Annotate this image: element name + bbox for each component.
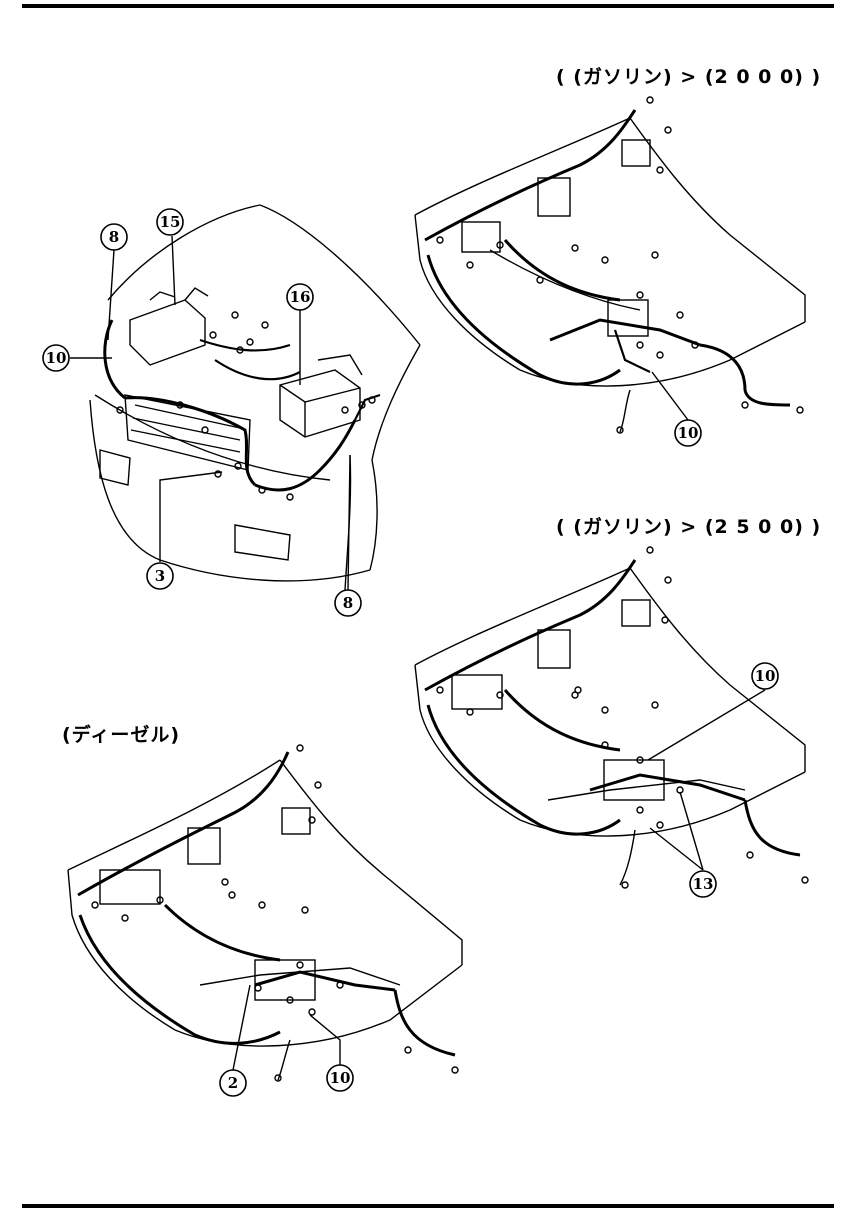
caption-diesel: (ディーゼル)	[62, 724, 181, 746]
svg-text:13: 13	[693, 875, 714, 893]
callout-diesel-10: 10	[326, 1064, 354, 1092]
svg-text:16: 16	[290, 288, 311, 306]
caption-gasoline-2000: ( (ガソリン) > (2 0 0 0) )	[556, 66, 822, 88]
top-border-rule	[22, 4, 834, 8]
leader-front-8-bottom	[347, 454, 351, 591]
callout-front-3: 3	[146, 562, 174, 590]
leader-front-3	[159, 471, 223, 562]
callout-gasoline-2500-10: 10	[751, 662, 779, 690]
callout-front-8-bottom: 8	[334, 589, 362, 617]
bottom-border-rule	[22, 1204, 834, 1208]
callout-front-10: 10	[42, 344, 70, 372]
interior-harness-gasoline-2000-illustration	[414, 96, 806, 434]
leader-g2500-10	[647, 689, 766, 761]
callout-front-16: 16	[286, 283, 314, 311]
callout-diesel-2: 2	[219, 1069, 247, 1097]
svg-text:10: 10	[330, 1069, 351, 1087]
svg-text:2: 2	[228, 1074, 238, 1092]
svg-text:3: 3	[155, 567, 165, 585]
svg-text:8: 8	[109, 228, 119, 246]
callout-front-8-top: 8	[100, 223, 128, 251]
leader-diesel-10	[309, 1014, 341, 1066]
leader-g2000-10	[651, 371, 689, 421]
callout-front-15: 15	[156, 208, 184, 236]
leader-g2500-13a	[679, 791, 704, 871]
interior-harness-gasoline-2500-illustration	[414, 546, 809, 889]
leader-diesel-2	[232, 984, 251, 1071]
svg-text:10: 10	[678, 424, 699, 442]
leader-front-15	[171, 235, 176, 306]
caption-gasoline-2500: ( (ガソリン) > (2 5 0 0) )	[556, 516, 822, 538]
front-engine-compartment-illustration	[89, 204, 421, 591]
svg-text:10: 10	[755, 667, 776, 685]
svg-text:10: 10	[46, 349, 67, 367]
leader-front-8-top	[107, 249, 115, 341]
interior-harness-diesel-illustration	[67, 744, 463, 1082]
callout-gasoline-2000-10: 10	[674, 419, 702, 447]
svg-text:15: 15	[160, 213, 181, 231]
callout-gasoline-2500-13: 13	[689, 870, 717, 898]
leader-g2500-13b	[649, 827, 704, 871]
svg-text:8: 8	[343, 594, 353, 612]
